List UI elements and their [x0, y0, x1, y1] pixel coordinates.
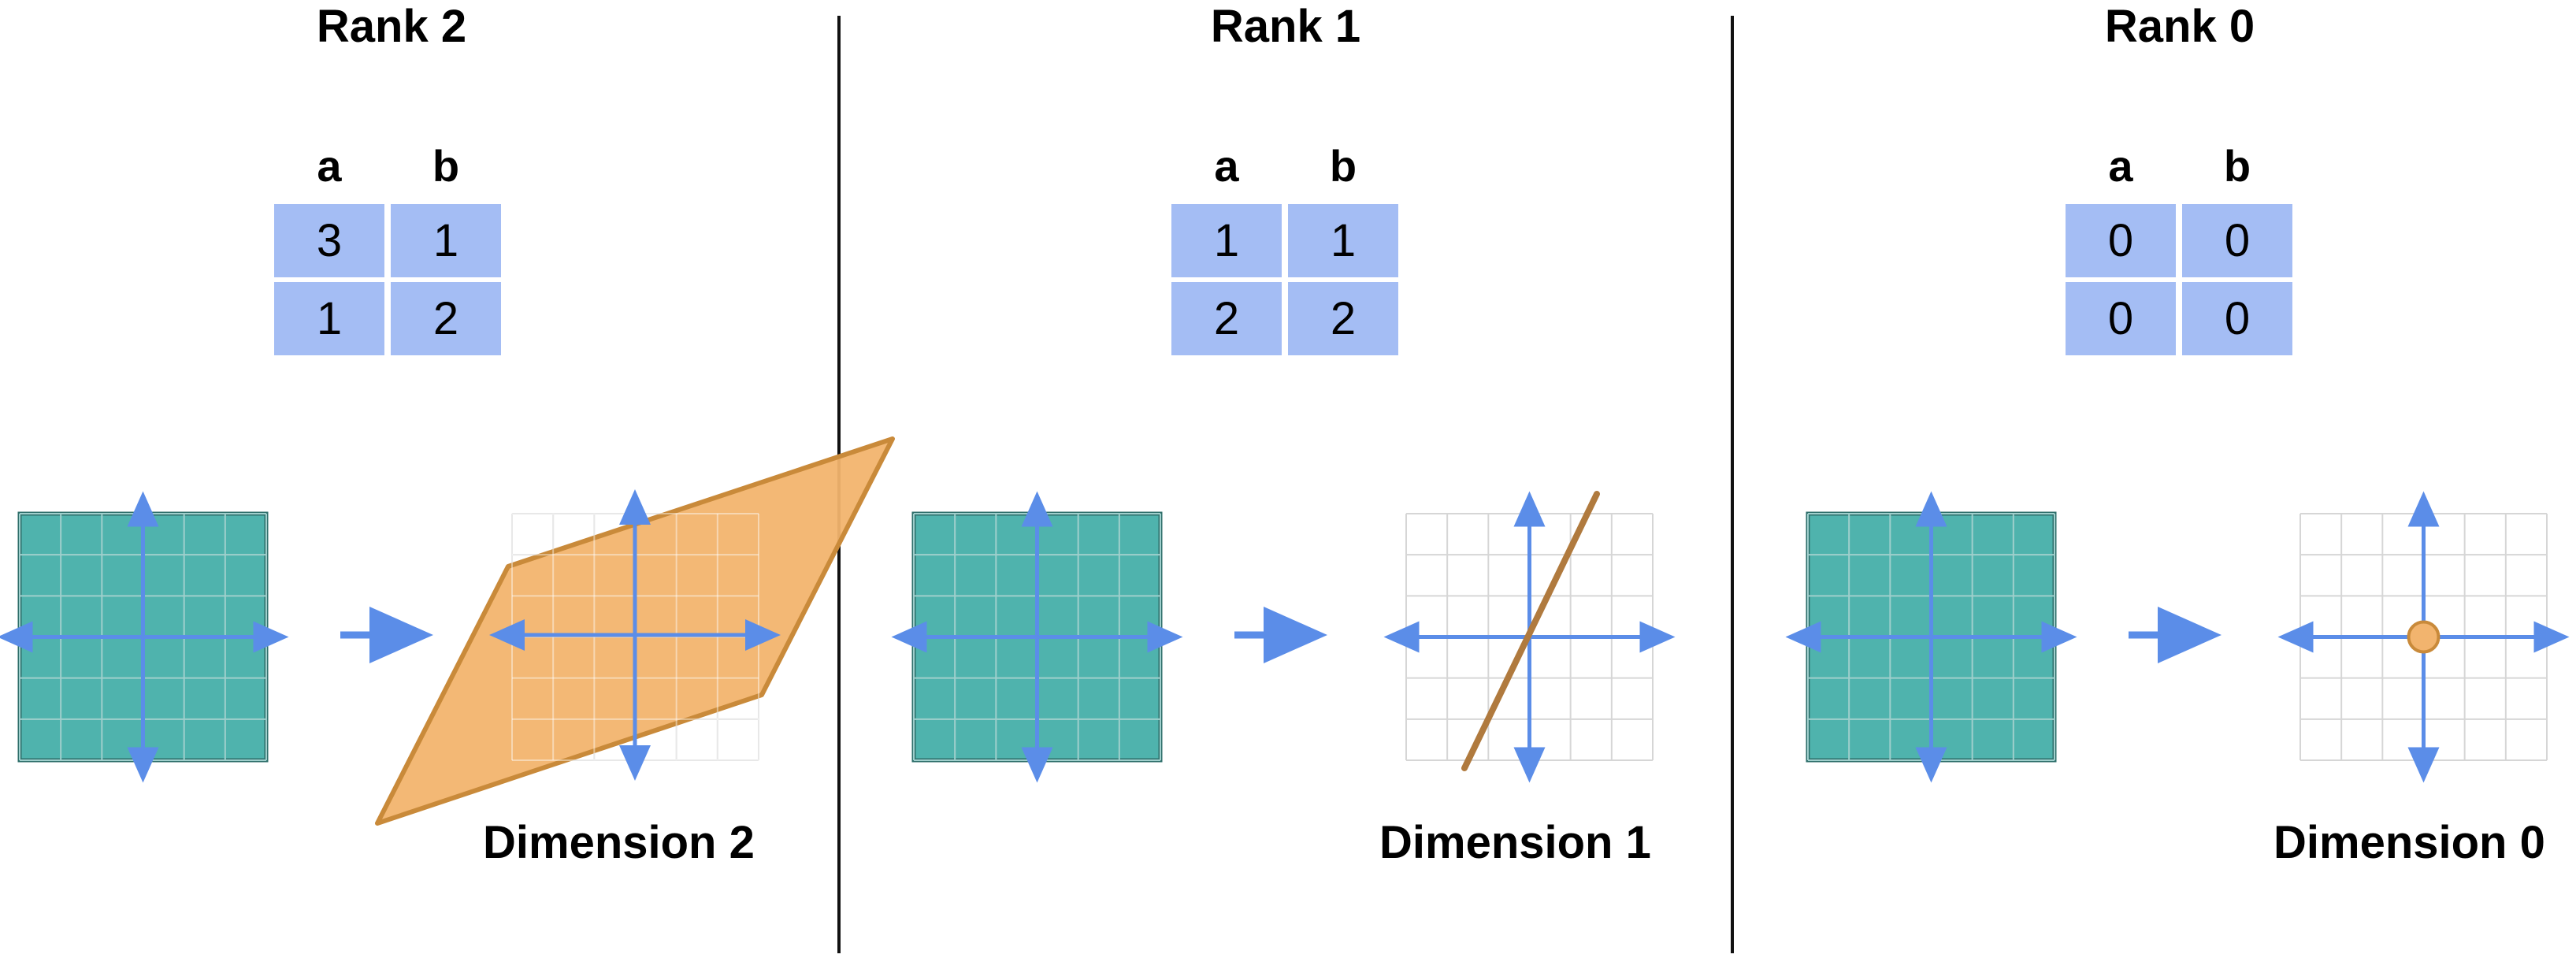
dimension-label: Dimension 0	[2273, 817, 2545, 868]
column-header-b: b	[2223, 141, 2251, 191]
matrix-cell: 0	[2066, 204, 2176, 277]
image-line	[1461, 491, 1600, 771]
dimension-label: Dimension 2	[483, 817, 755, 868]
panel-rank-2: Rank 2 a b 3 1 1 2 Dimension 2	[0, 0, 894, 958]
matrix-cell: 1	[1288, 204, 1398, 277]
column-header-a: a	[1214, 141, 1239, 191]
matrix-cell: 0	[2182, 282, 2292, 355]
matrix-cell: 2	[1171, 282, 1282, 355]
image-point	[2407, 620, 2441, 654]
column-header-b: b	[1329, 141, 1357, 191]
panel-rank-1: Rank 1 a b 1 1 2 2 Dimension 1	[894, 0, 1788, 958]
panel-title: Rank 2	[316, 1, 467, 52]
column-header-a: a	[317, 141, 342, 191]
column-header-a: a	[2108, 141, 2133, 191]
matrix-cell: 1	[274, 282, 384, 355]
panel-title: Rank 0	[2104, 1, 2255, 52]
panel-rank-0: Rank 0 a b 0 0 0 0 Dimension 0	[1788, 0, 2576, 958]
matrix-cell: 2	[391, 282, 501, 355]
matrix-cell: 0	[2182, 204, 2292, 277]
matrix-cell: 1	[391, 204, 501, 277]
matrix-cell: 2	[1288, 282, 1398, 355]
panel-title: Rank 1	[1210, 1, 1361, 52]
matrix-cell: 3	[274, 204, 384, 277]
panel-divider	[1731, 16, 1734, 953]
matrix-cell: 0	[2066, 282, 2176, 355]
column-header-b: b	[432, 141, 460, 191]
matrix-cell: 1	[1171, 204, 1282, 277]
dimension-label: Dimension 1	[1379, 817, 1651, 868]
